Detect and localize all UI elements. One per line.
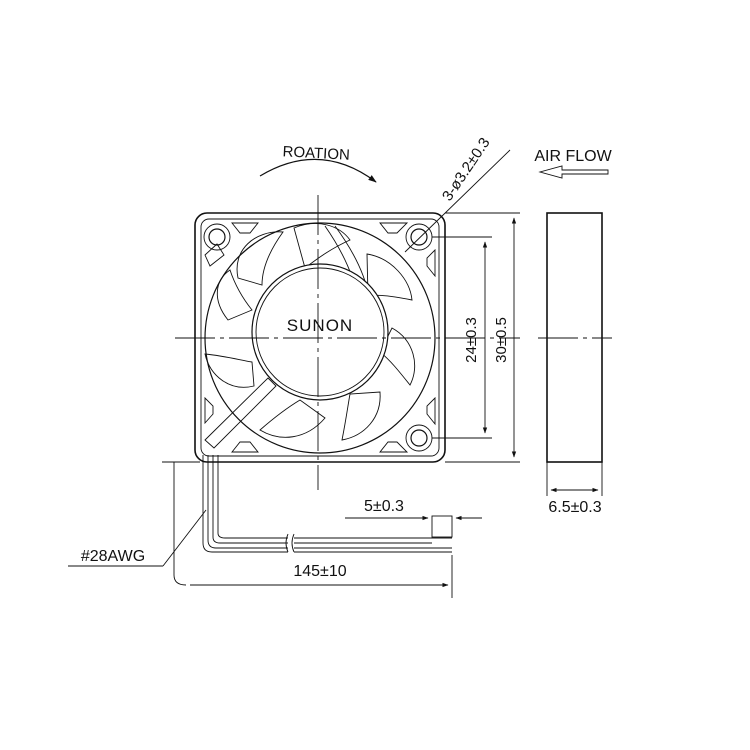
cable-spoke [204,377,277,449]
lead-length-dimension: 145±10 [162,461,453,598]
mounting-hole [405,223,433,251]
corner-pocket [204,243,225,267]
lead-wires [202,455,453,553]
lead-length-label: 145±10 [293,563,346,580]
frame-size-label: 30±0.5 [493,317,510,363]
hole-dimension: 3-ø3.2±0.3 [404,135,511,253]
rotation-label: ROATION [282,143,350,163]
fan-front-view: SUNON [175,195,520,490]
corner-pocket [426,396,436,426]
frame-size-dimension: 30±0.5 [445,212,520,463]
rotation-indicator: ROATION [259,143,377,183]
brand-label: SUNON [287,316,353,335]
corner-pocket [379,441,409,453]
airflow-indicator: AIR FLOW [534,148,613,179]
wire-gauge-callout: #28AWG [68,509,207,567]
corner-pocket [231,441,259,453]
wire-gauge-label: #28AWG [81,548,145,565]
airflow-label: AIR FLOW [534,148,612,165]
corner-pocket [231,222,259,234]
side-body [546,212,603,463]
fan-frame [194,212,446,463]
thickness-label: 6.5±0.3 [548,499,601,516]
hole-spacing-dimension: 24±0.3 [432,236,492,439]
strip-dimension: 5±0.3 [345,498,482,521]
corner-pocket [426,248,436,278]
fan-frame-inner [200,218,440,457]
hole-dimension-label: 3-ø3.2±0.3 [439,135,494,205]
strip-label: 5±0.3 [364,498,404,515]
corner-pocket [379,222,409,234]
mounting-hole [405,424,433,452]
hole-spacing-label: 24±0.3 [463,317,480,363]
hub-inner [255,267,385,397]
hub [251,263,389,401]
corner-pocket [204,396,214,425]
airflow-arrow-icon [538,165,609,179]
fan-side-view: 6.5±0.3 [538,212,612,516]
mounting-hole [203,223,231,251]
